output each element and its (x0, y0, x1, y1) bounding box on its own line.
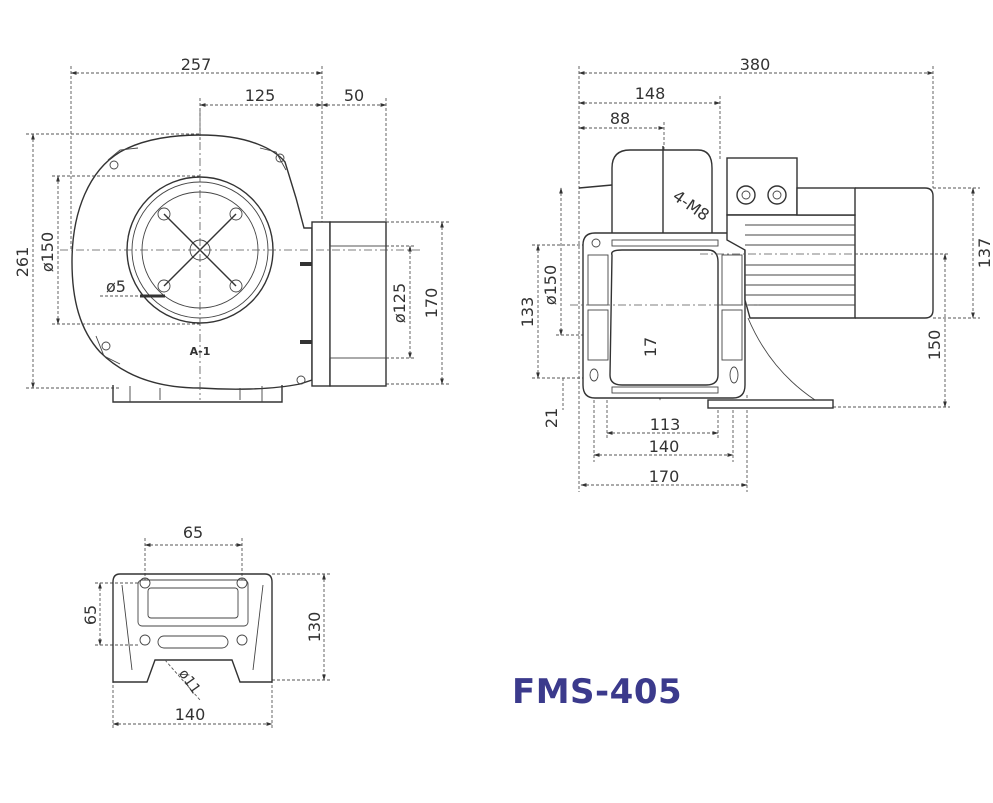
dim-overall-width: 257 (181, 55, 212, 74)
dim-inner-width: 113 (650, 415, 681, 434)
dim-width: 140 (175, 705, 206, 724)
dim-side-inlet-dia: ø150 (541, 265, 560, 305)
model-title: FMS-405 (512, 672, 683, 712)
dim-outlet-dia: ø125 (390, 283, 409, 323)
dim-outlet-height: 170 (422, 288, 441, 319)
view-label: A-1 (190, 345, 211, 358)
dim-hole-span: 140 (649, 437, 680, 456)
dim-foot-height: 21 (542, 408, 561, 428)
dim-inlet-dia: ø150 (38, 232, 57, 272)
dim-offset: 17 (641, 337, 660, 357)
dim-overall-height: 261 (13, 247, 32, 278)
dim-overall-length: 380 (740, 55, 771, 74)
dim-to-motor: 148 (635, 84, 666, 103)
dim-outlet-depth: 50 (344, 86, 364, 105)
dim-to-center: 88 (610, 109, 630, 128)
base-view: 65 65 130 140 ø11 (81, 523, 330, 730)
front-view: 257 125 50 261 ø150 ø5 ø125 170 A-1 (13, 55, 450, 403)
dim-base-width: 170 (649, 467, 680, 486)
dim-hole-span-x: 65 (183, 523, 203, 542)
dim-bolt: 4-M8 (669, 186, 713, 224)
dim-center-to-flange: 125 (245, 86, 276, 105)
dim-motor-height: 137 (975, 238, 993, 269)
dim-depth: 130 (305, 612, 324, 643)
dim-inlet-height: 133 (518, 297, 537, 328)
dim-hole-span-y: 65 (81, 605, 100, 625)
dim-axis-height: 150 (925, 330, 944, 361)
dim-base-hole-dia: ø11 (175, 666, 203, 697)
side-view: 380 148 88 4-M8 137 150 133 ø150 17 21 1… (518, 55, 993, 492)
dim-hole-dia: ø5 (106, 277, 126, 296)
